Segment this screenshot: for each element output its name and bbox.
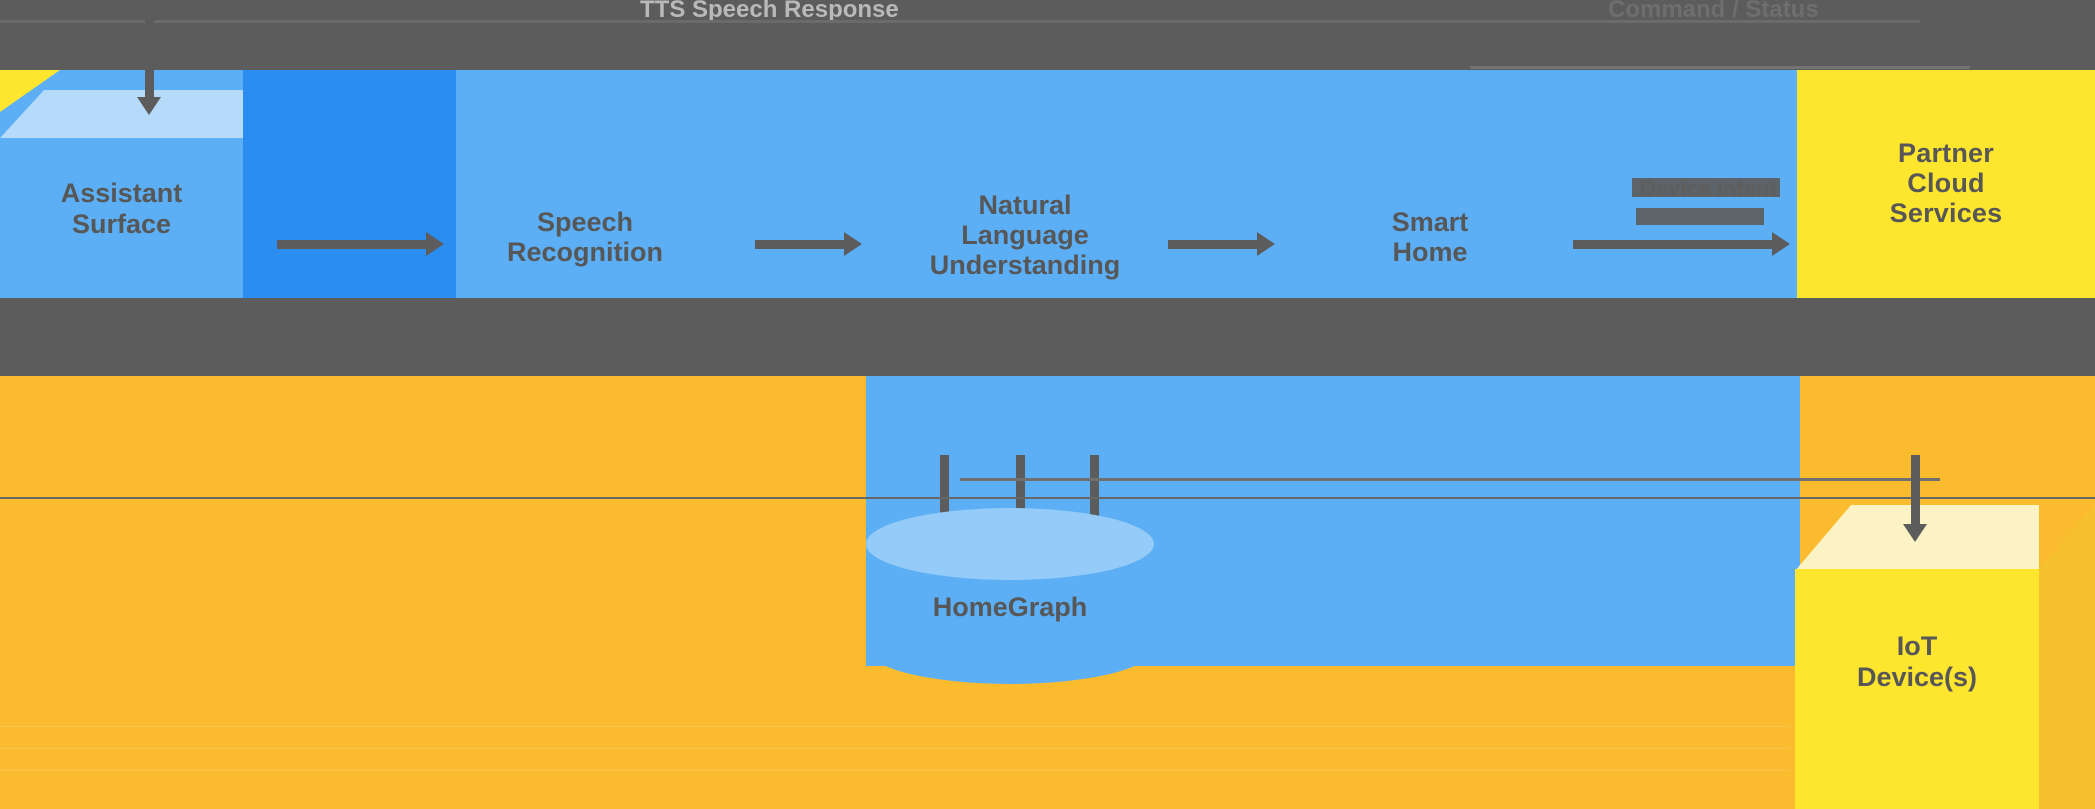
assistant-surface-front-face (0, 138, 243, 298)
orange-scanline-artifact (0, 726, 1790, 727)
node-homegraph[interactable]: HomeGraph (866, 508, 1154, 684)
mid-gray-band (0, 298, 2095, 376)
device-intent-glitch-bar-2 (1636, 208, 1764, 225)
iot-devices-side-face (2039, 505, 2095, 809)
homegraph-cylinder-top-cap (866, 508, 1154, 580)
device-intent-glitch-bar-1 (1632, 178, 1780, 197)
return-path-line-left (0, 20, 1920, 23)
node-partner-cloud-services[interactable]: Partner Cloud Services (1797, 70, 2095, 298)
arrow-into-assistant-surface (137, 20, 161, 115)
return-path-line-right (1470, 66, 1970, 69)
arrow-speech-to-nlu (755, 232, 862, 256)
top-gray-band (0, 0, 2095, 70)
assistant-dark-blue-region (243, 70, 456, 298)
arrow-assistant-to-speech (277, 232, 444, 256)
assistant-surface-label: Assistant Surface (60, 178, 183, 239)
node-smart-home[interactable]: Smart Home (1391, 207, 1469, 268)
homegraph-label: HomeGraph (932, 592, 1088, 622)
node-speech-recognition[interactable]: Speech Recognition (507, 207, 663, 268)
node-assistant-surface[interactable]: Assistant Surface (0, 90, 243, 298)
orange-scanline-artifact-3 (0, 770, 1790, 771)
arrow-partner-to-iot (1903, 455, 1927, 542)
homegraph-cylinder-bottom-cap (866, 612, 1154, 684)
assistant-surface-top-face (0, 90, 243, 138)
midband-line-1 (960, 478, 1940, 481)
node-iot-devices[interactable]: IoT Device(s) (1795, 505, 2095, 809)
arrow-smarthome-to-partner (1573, 232, 1790, 256)
node-natural-language-understanding[interactable]: Natural Language Understanding (929, 190, 1121, 281)
partner-cloud-services-label: Partner Cloud Services (1889, 138, 2003, 229)
iot-devices-front-face (1795, 569, 2039, 809)
arrow-nlu-to-smarthome (1168, 232, 1275, 256)
orange-scanline-artifact-2 (0, 748, 1790, 749)
homegraph-blue-region-fade (1160, 376, 1800, 666)
midband-line-2 (0, 497, 2095, 499)
flow-label-command-status: Command / Status (1608, 0, 1819, 23)
flow-label-tts-speech-response: TTS Speech Response (640, 0, 899, 23)
iot-devices-label: IoT Device(s) (1856, 631, 1978, 692)
